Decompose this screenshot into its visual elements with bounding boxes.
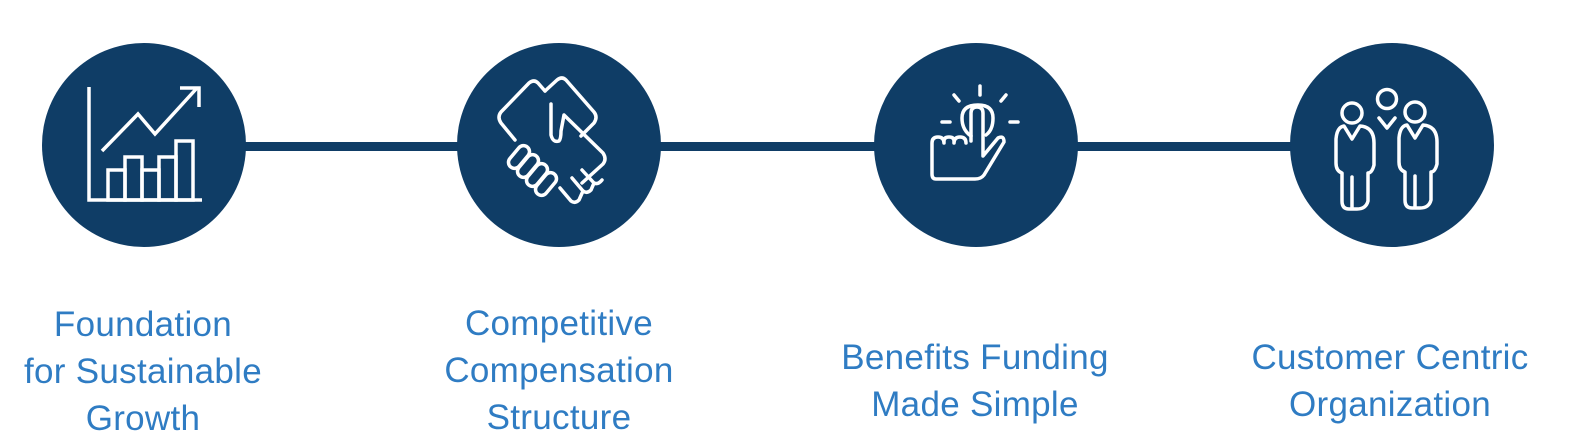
step-3-label-line: Benefits Funding — [841, 338, 1109, 377]
step-4-label-line: Organization — [1288, 385, 1492, 424]
step-3-circle — [874, 43, 1078, 247]
step-4-circle — [1290, 43, 1494, 247]
step-3-label: Benefits Funding Made Simple — [805, 334, 1145, 428]
handshake-icon — [497, 76, 607, 205]
step-1-label-line: for Sustainable — [24, 352, 262, 391]
hand-click-icon — [930, 84, 1020, 181]
connector-line — [240, 142, 1300, 151]
step-4-label-line: Customer Centric — [1251, 338, 1529, 377]
step-2-label-line: Compensation — [444, 351, 674, 390]
step-4-label: Customer Centric Organization — [1220, 334, 1560, 428]
people-group-icon — [1334, 87, 1439, 211]
step-1-label-line: Growth — [85, 399, 201, 438]
step-2-label-line: Competitive — [464, 304, 654, 343]
step-1-label-line: Foundation — [53, 305, 233, 344]
step-3-label-line: Made Simple — [871, 385, 1079, 424]
growth-chart-icon — [87, 86, 202, 202]
step-2-label: Competitive Compensation Structure — [389, 300, 729, 441]
step-2-label-line: Structure — [486, 398, 632, 437]
step-1-circle — [42, 43, 246, 247]
step-1-label: Foundation for Sustainable Growth — [0, 301, 313, 442]
step-2-circle — [457, 43, 661, 247]
